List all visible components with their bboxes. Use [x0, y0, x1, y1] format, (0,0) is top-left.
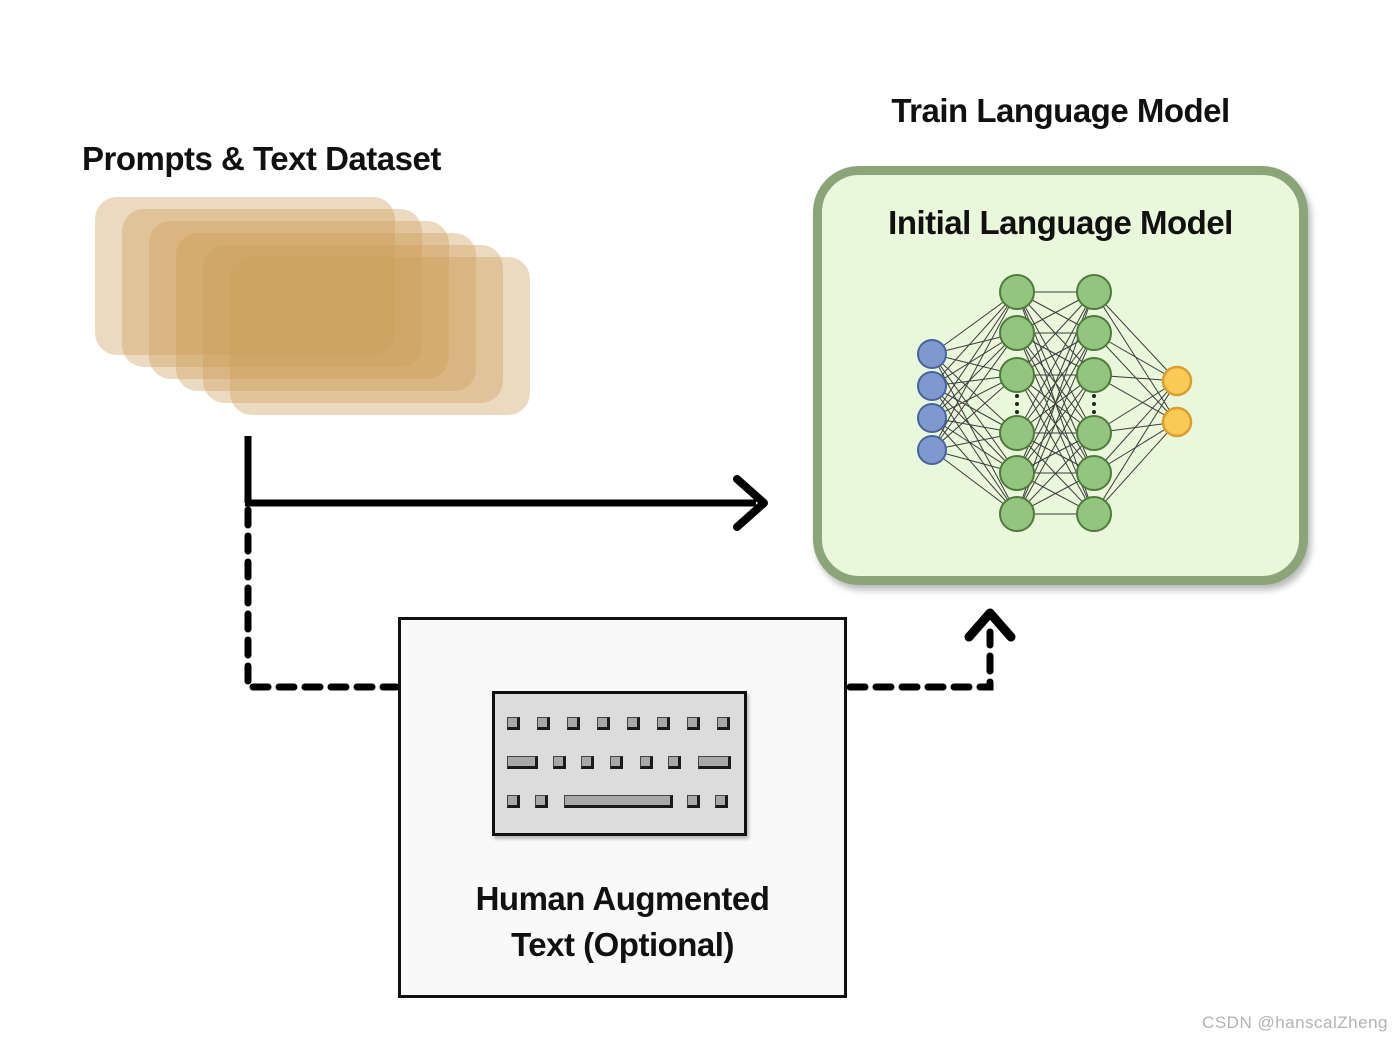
keyboard-icon	[492, 691, 747, 836]
keyboard-key	[507, 795, 520, 808]
human-to-model-dashed-arrow	[846, 608, 1016, 691]
keyboard-key	[581, 756, 594, 769]
keyboard-key	[687, 795, 700, 808]
prompts-dataset-label: Prompts & Text Dataset	[82, 140, 441, 177]
dataset-branch-dashed-line	[244, 506, 400, 691]
keyboard-key	[507, 717, 520, 730]
keyboard-key	[715, 795, 728, 808]
dataset-to-model-arrow	[244, 436, 768, 531]
keyboard-key	[537, 717, 550, 730]
keyboard-key	[627, 717, 640, 730]
initial-language-model-title: Initial Language Model	[888, 204, 1233, 241]
keyboard-key	[698, 756, 731, 769]
keyboard-key	[553, 756, 566, 769]
keyboard-key	[640, 756, 653, 769]
dataset-card	[149, 221, 449, 379]
dataset-card	[176, 233, 476, 391]
keyboard-key	[610, 756, 623, 769]
dataset-card	[122, 209, 422, 367]
keyboard-key	[564, 795, 673, 808]
train-language-model-label: Train Language Model	[891, 92, 1230, 129]
human-augmented-label-line2: Text (Optional)	[511, 926, 734, 963]
dataset-card	[203, 245, 503, 403]
human-augmented-label-line1: Human Augmented	[475, 880, 770, 917]
human-augmented-label: Human Augmented Text (Optional)	[398, 876, 847, 968]
keyboard-key	[687, 717, 700, 730]
keyboard-key	[668, 756, 681, 769]
keyboard-key	[567, 717, 580, 730]
dataset-card	[230, 257, 530, 415]
watermark: CSDN @hanscalZheng	[1202, 1013, 1388, 1032]
keyboard-key	[507, 756, 538, 769]
dataset-card	[95, 197, 395, 355]
keyboard-key	[535, 795, 548, 808]
keyboard-key	[597, 717, 610, 730]
keyboard-key	[717, 717, 730, 730]
keyboard-key	[657, 717, 670, 730]
